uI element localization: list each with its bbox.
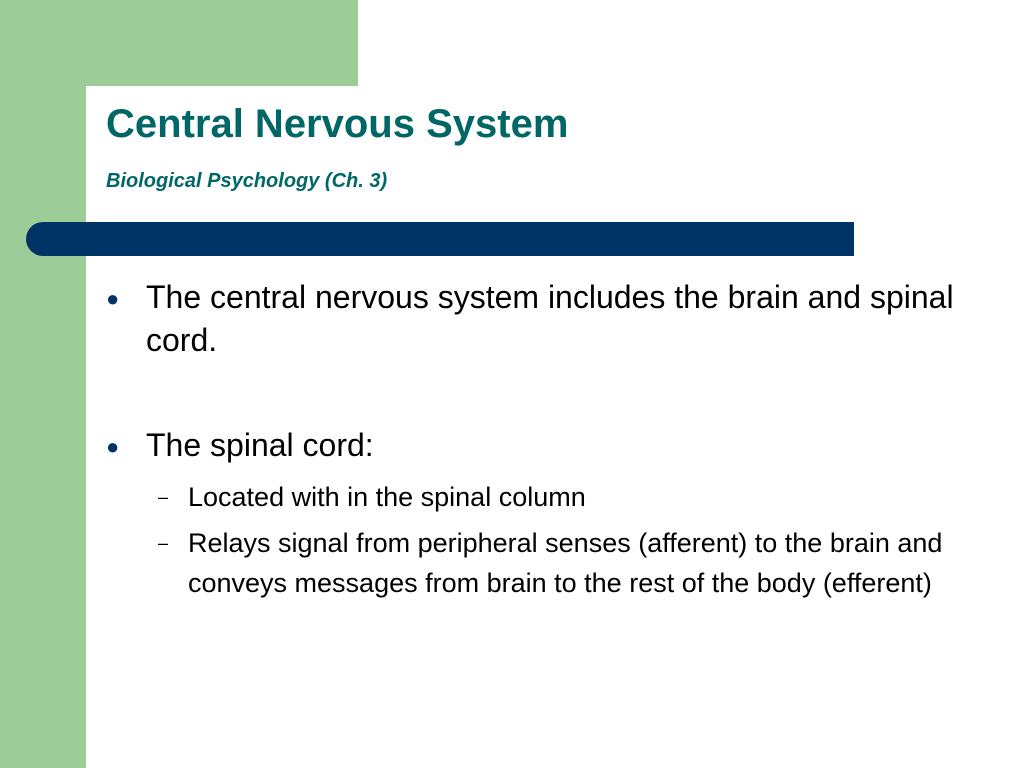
title-divider-bar bbox=[26, 222, 854, 256]
bullet-dot-icon: ● bbox=[106, 434, 120, 459]
sub-bullet-list: – Located with in the spinal column – Re… bbox=[146, 477, 984, 603]
slide-subtitle: Biological Psychology (Ch. 3) bbox=[106, 170, 388, 192]
bullet-text: The spinal cord: bbox=[146, 427, 374, 463]
bullet-item: ● The spinal cord: – Located with in the… bbox=[104, 424, 984, 603]
sub-bullet-item: – Located with in the spinal column bbox=[146, 477, 984, 517]
dash-icon: – bbox=[158, 487, 169, 507]
green-top-band bbox=[0, 0, 358, 86]
slide-body: ● The central nervous system includes th… bbox=[104, 276, 984, 609]
slide-title: Central Nervous System bbox=[106, 102, 569, 146]
bullet-text: The central nervous system includes the … bbox=[146, 279, 954, 358]
sub-bullet-text: Located with in the spinal column bbox=[188, 482, 586, 512]
sub-bullet-item: – Relays signal from peripheral senses (… bbox=[146, 523, 984, 603]
green-side-band bbox=[0, 0, 86, 768]
bullet-dot-icon: ● bbox=[106, 286, 120, 311]
dash-icon: – bbox=[158, 533, 169, 553]
bullet-item: ● The central nervous system includes th… bbox=[104, 276, 984, 362]
sub-bullet-text: Relays signal from peripheral senses (af… bbox=[188, 528, 943, 598]
